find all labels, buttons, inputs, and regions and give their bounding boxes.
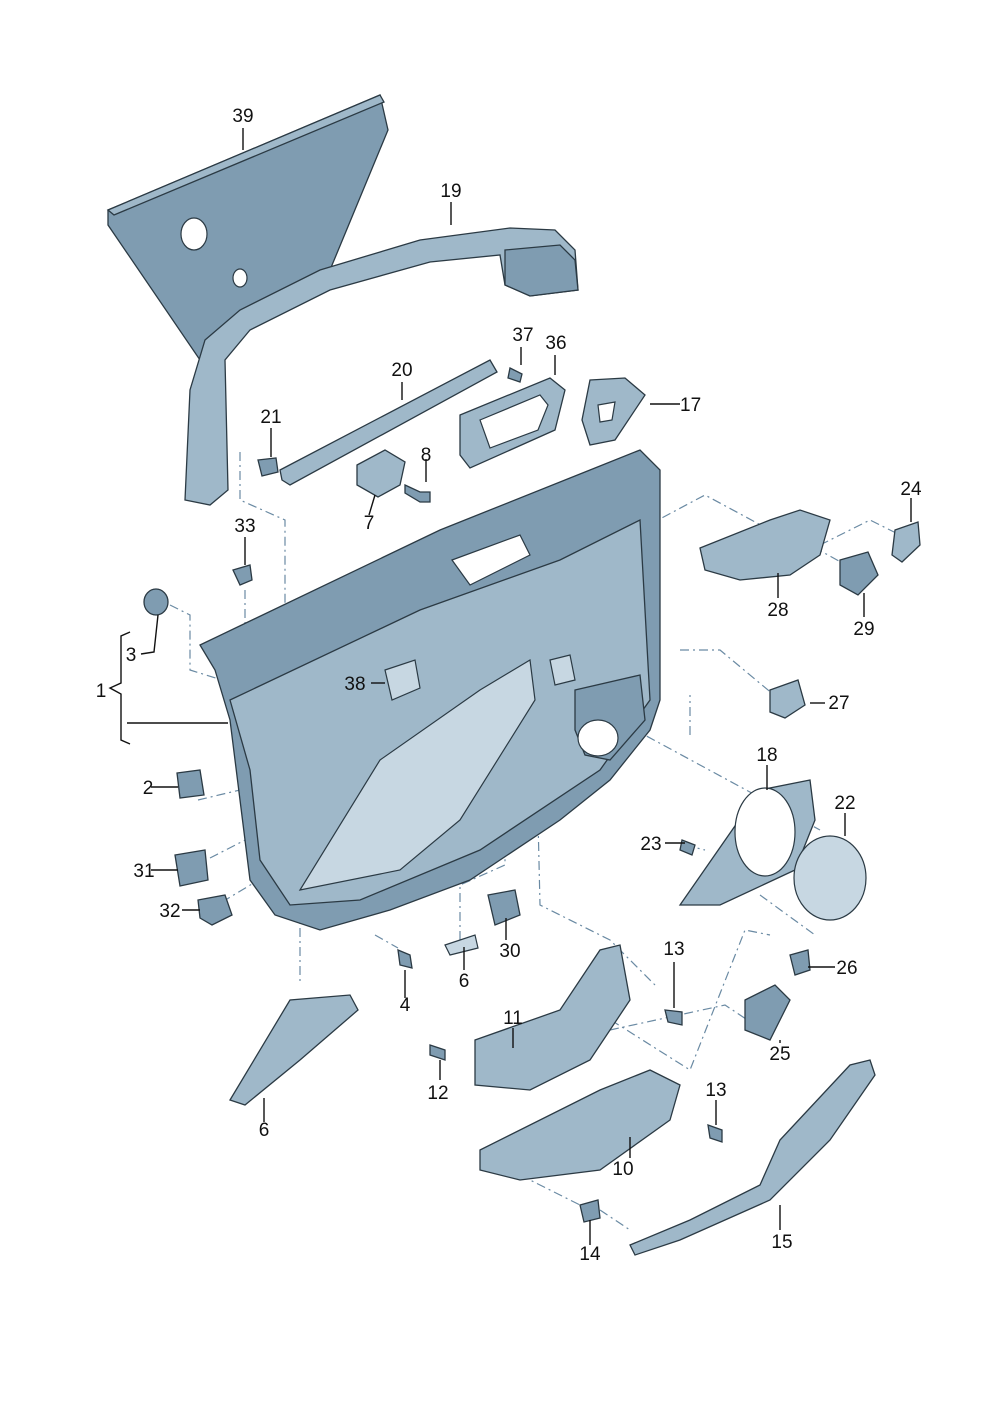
panel-hole [232, 268, 248, 288]
callout-36: 36 [545, 333, 566, 354]
part-14-clip [579, 1199, 601, 1223]
callout-30: 30 [499, 941, 520, 962]
part-5-clip [444, 934, 479, 956]
callout-5: 6 [459, 971, 470, 992]
callout-23: 23 [640, 834, 661, 855]
part-20-trim-strip [279, 359, 498, 486]
part-26-clip [789, 949, 811, 976]
callout-2: 2 [143, 778, 154, 799]
speaker-opening [577, 719, 619, 757]
callout-29: 29 [853, 619, 874, 640]
callout-1: 1 [96, 681, 107, 702]
part-13-screw-lower [707, 1124, 723, 1143]
panel-hole [180, 217, 208, 251]
callout-7: 7 [364, 513, 375, 534]
part-23-screw [679, 839, 696, 856]
part-2-plug [176, 769, 205, 799]
callout-19: 19 [440, 181, 461, 202]
callout-32: 32 [159, 901, 180, 922]
part-39-insulation-panel [106, 94, 389, 361]
part-33-clip [232, 564, 253, 586]
part-15-lower-trim-strip [629, 1059, 876, 1256]
callout-13-upper: 13 [663, 939, 684, 960]
callout-6: 6 [259, 1120, 270, 1141]
part-24-cover [891, 521, 921, 563]
part-18-speaker-frame [678, 779, 816, 906]
part-21-clip [257, 457, 279, 477]
part-6-lower-trim [229, 994, 359, 1106]
callout-14: 14 [579, 1244, 601, 1265]
callout-18: 18 [756, 745, 777, 766]
callout-11: 11 [503, 1008, 523, 1029]
callout-27: 27 [828, 693, 849, 714]
callout-17: 17 [680, 395, 701, 416]
part-7-bracket [356, 449, 406, 498]
callout-21: 21 [260, 407, 281, 428]
callout-13-lower: 13 [705, 1080, 726, 1101]
callout-28: 28 [767, 600, 788, 621]
callout-15: 15 [771, 1232, 792, 1253]
callout-31: 31 [133, 861, 154, 882]
part-29-switch [839, 551, 879, 596]
callout-labels: 39 19 20 37 36 17 21 8 7 33 24 28 29 3 1… [96, 106, 922, 1265]
callout-25: 25 [769, 1044, 790, 1065]
part-27-cover [769, 679, 806, 719]
part-32-button [197, 894, 233, 926]
part-19-upper-trim-strip [184, 227, 579, 506]
part-4-screw [397, 948, 413, 969]
part-30-switch [487, 889, 521, 926]
callout-10: 10 [612, 1159, 633, 1180]
part-36-handle-housing [459, 377, 566, 469]
part-13-screw-upper [664, 1009, 683, 1026]
callout-3: 3 [126, 645, 137, 666]
callout-39: 39 [232, 106, 253, 127]
part-22-speaker-grille [793, 835, 867, 921]
callout-38: 38 [344, 674, 365, 695]
part-3-plug [143, 588, 169, 616]
leader-lines [108, 128, 912, 1245]
part-10-armrest [479, 1069, 681, 1181]
part-17-cap [581, 377, 646, 446]
part-37-screw [507, 367, 523, 383]
part-28-interior-handle [699, 509, 831, 581]
part-25-window-switch [744, 984, 791, 1041]
callout-8: 8 [421, 445, 432, 466]
part-12-screw [429, 1044, 446, 1061]
callout-24: 24 [900, 479, 922, 500]
speaker-frame-opening [734, 787, 796, 877]
callout-20: 20 [391, 360, 412, 381]
callout-22: 22 [834, 793, 855, 814]
part-8-screw [404, 483, 431, 503]
part-1-door-trim-panel [199, 449, 661, 931]
callout-37: 37 [512, 325, 533, 346]
callout-33: 33 [234, 516, 255, 537]
callout-12: 12 [427, 1083, 448, 1104]
callout-4: 4 [400, 995, 411, 1016]
part-11-armrest-bracket [474, 944, 631, 1091]
part-31-switch [174, 849, 209, 887]
part-38-switch-frame [384, 659, 421, 701]
callout-26: 26 [836, 958, 857, 979]
